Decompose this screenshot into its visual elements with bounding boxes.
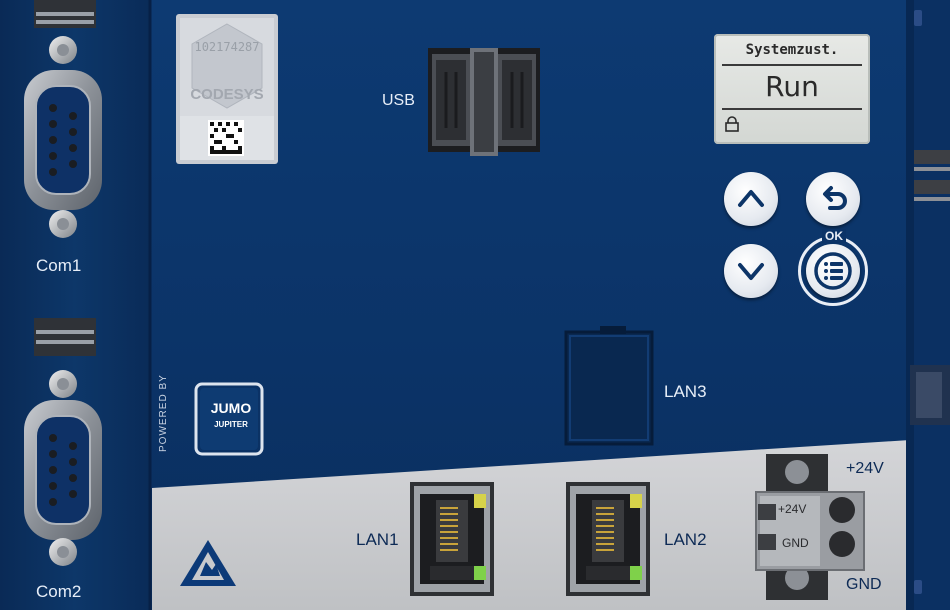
terminal-plus24v-label: +24V <box>778 502 807 516</box>
chevron-up-icon <box>738 190 764 207</box>
lan2-label: LAN2 <box>664 530 707 549</box>
lock-icon <box>725 116 739 132</box>
back-button[interactable] <box>806 172 860 226</box>
jumo-logo-text: JUMO <box>210 400 252 416</box>
sticker-serial: 102174287 <box>194 40 260 54</box>
esd-warning-icon <box>180 540 236 588</box>
display-divider-top <box>722 64 862 66</box>
terminal-gnd-label: GND <box>782 536 809 550</box>
lan3-port[interactable] <box>566 332 652 444</box>
com2-label: Com2 <box>36 582 82 601</box>
display-status: Run <box>765 70 819 103</box>
display-divider-bottom <box>722 108 862 110</box>
chevron-down-icon <box>738 263 764 280</box>
lan3-label: LAN3 <box>664 382 707 401</box>
ok-label: OK <box>822 229 846 243</box>
powered-by-label: POWERED BY <box>158 374 169 452</box>
back-arrow-icon <box>823 186 847 210</box>
menu-list-icon <box>814 252 852 290</box>
jupiter-logo-text: JUPITER <box>214 420 248 429</box>
power-terminal[interactable] <box>756 492 864 570</box>
plus24v-label: +24V <box>846 460 884 477</box>
down-button[interactable] <box>724 244 778 298</box>
lan1-label: LAN1 <box>356 530 399 549</box>
usb-label: USB <box>382 92 415 109</box>
lan2-port[interactable] <box>566 482 650 596</box>
lan1-port[interactable] <box>410 482 494 596</box>
com1-port[interactable] <box>24 70 102 210</box>
ok-menu-button[interactable] <box>806 244 860 298</box>
up-button[interactable] <box>724 172 778 226</box>
usb-port[interactable] <box>428 48 540 152</box>
gnd-label: GND <box>846 576 882 593</box>
com1-label: Com1 <box>36 256 82 275</box>
display-header: Systemzust. <box>745 42 839 58</box>
status-display: Systemzust. Run <box>714 34 870 144</box>
com2-port[interactable] <box>24 400 102 540</box>
sticker-brand: CODESYS <box>190 86 264 103</box>
